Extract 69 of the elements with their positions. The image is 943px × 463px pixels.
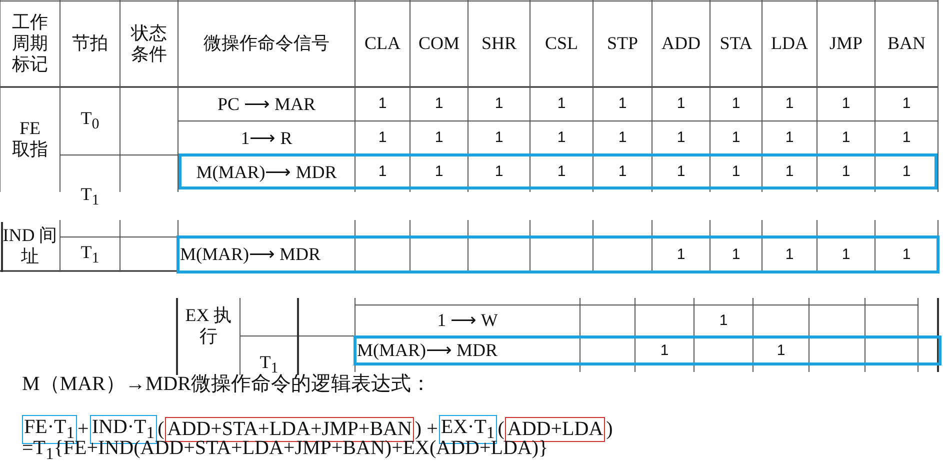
column-header: STP [606,33,638,54]
signal-value: 1 [732,246,740,264]
signal-value: 1 [618,163,627,181]
formula-operator: ) [605,418,614,441]
signal-value: 1 [842,129,850,147]
signal-value: 1 [842,95,850,113]
column-header: SHR [481,33,516,54]
formula-operator: ( [156,418,166,440]
micro-operation: M(MAR)⟶ MDR [357,340,498,361]
signal-value: 1 [660,342,669,360]
signal-value: 1 [676,95,686,113]
signal-value: 1 [732,95,740,113]
signal-value: 1 [732,129,740,147]
signal-value: 1 [732,163,740,181]
formula-operator: ) + [414,418,439,440]
signal-value: 1 [676,163,686,181]
signal-value: 1 [785,163,794,181]
column-header: 节拍 [71,33,109,54]
signal-value: 1 [434,129,444,147]
signal-value: 1 [785,95,794,113]
column-header: STA [720,33,752,54]
signal-value: 1 [776,342,786,360]
signal-value: 1 [676,129,686,147]
signal-value: 1 [557,95,566,113]
column-header: ADD [662,33,700,54]
column-header: JMP [829,33,863,54]
row-label: IND 间址 [2,225,58,267]
signal-value: 1 [618,129,627,147]
micro-operation: 1 ⟶ W [437,310,498,331]
signal-value: 1 [785,246,794,264]
column-header: COM [418,33,460,54]
column-header: CLA [364,33,400,54]
micro-operation: M(MAR)⟶ MDR [196,162,337,182]
micro-operation: PC ⟶ MAR [217,94,316,114]
row-label: T$_{1}$ [80,184,100,210]
column-header: BAN [887,33,926,54]
column-header: LDA [771,33,808,54]
signal-value: 1 [902,163,911,181]
signal-value: 1 [840,163,852,181]
signal-value: 1 [494,129,504,147]
signal-value: 1 [719,312,728,330]
signal-value: 1 [378,163,387,181]
row-label: T$_{1}$ [80,242,100,268]
signal-value: 1 [494,163,504,181]
signal-value: 1 [434,163,444,181]
row-label: EX 执行 [184,304,233,346]
column-header: 工作周期标记 [11,12,49,75]
micro-operation: 1⟶ R [240,128,292,148]
signal-value: 1 [618,95,627,113]
signal-value: 1 [676,246,686,264]
signal-value: 1 [494,95,504,113]
signal-value: 1 [902,246,911,264]
row-label: FE 取指 [11,118,49,160]
signal-value: 1 [902,129,911,147]
signal-value: 1 [557,163,566,181]
signal-value: 1 [378,95,387,113]
signal-value: 1 [557,129,566,147]
micro-operation: M(MAR)⟶ MDR [180,244,321,265]
signal-value: 1 [378,129,387,147]
formula-operator: ( [496,418,506,440]
signal-value: 1 [840,246,852,264]
signal-value: 1 [785,129,794,147]
signal-value: 1 [434,95,444,113]
column-header: 微操作命令信号 [204,33,330,54]
formula-operator: + [76,418,90,440]
signal-value: 1 [902,95,911,113]
column-header: CSL [544,33,578,54]
row-label: T$_{0}$ [80,108,100,134]
column-header: 状态条件 [130,22,168,64]
